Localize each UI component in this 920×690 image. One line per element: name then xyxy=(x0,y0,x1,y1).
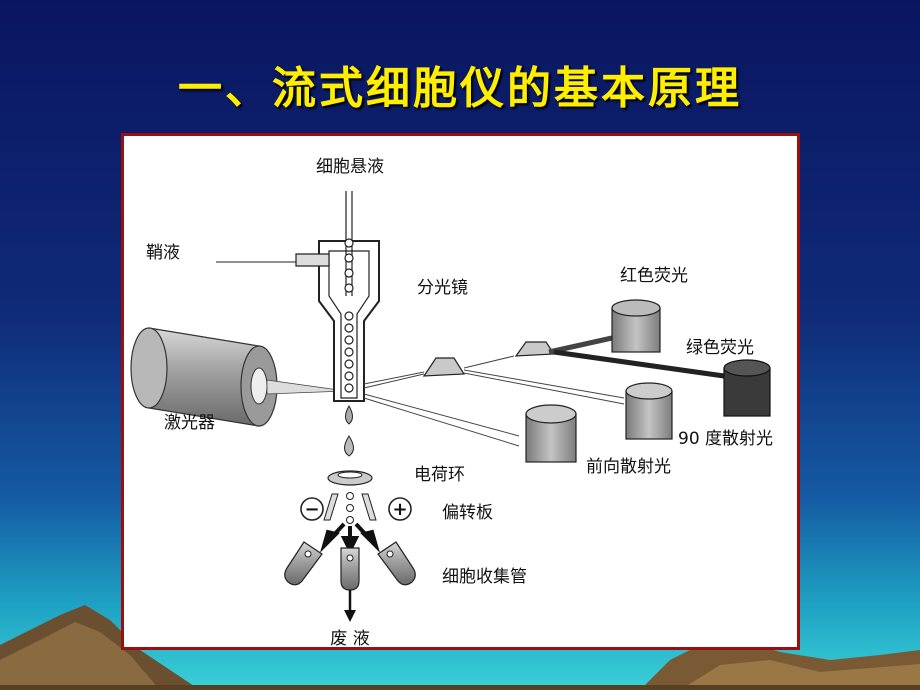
mountain-landscape xyxy=(0,605,920,690)
label-cell-suspension: 细胞悬液 xyxy=(316,157,384,177)
green-path xyxy=(553,349,725,379)
diagram-panel: − + xyxy=(121,133,800,650)
charge-ring xyxy=(327,470,373,486)
forward-scatter-detector xyxy=(525,404,577,463)
red-fluorescence-detector xyxy=(611,299,661,353)
red-path xyxy=(548,335,613,355)
label-laser: 激光器 xyxy=(164,413,215,433)
minus-electrode: − xyxy=(300,497,324,521)
label-waste: 废 液 xyxy=(330,629,369,647)
svg-text:−: − xyxy=(304,499,319,520)
green-fluorescence-detector xyxy=(723,359,771,417)
slide-title: 一、流式细胞仪的基本原理 xyxy=(178,63,742,114)
label-green-fluorescence: 绿色荧光 xyxy=(686,338,754,358)
label-beam-splitter: 分光镜 xyxy=(417,278,468,298)
svg-text:+: + xyxy=(392,499,407,520)
waste-arrow xyxy=(344,590,356,622)
side-scatter-detector xyxy=(625,382,673,440)
plus-electrode: + xyxy=(388,497,412,521)
laser-device xyxy=(130,327,278,427)
label-side-scatter: 90 度散射光 xyxy=(678,429,773,449)
light-paths xyxy=(363,355,625,447)
deflection-arrows xyxy=(319,522,381,555)
flow-cytometer-diagram: − + xyxy=(130,157,773,647)
beam-splitter xyxy=(422,357,466,377)
flow-chamber xyxy=(295,191,380,457)
label-forward-scatter: 前向散射光 xyxy=(586,457,671,477)
beam-splitter-2 xyxy=(514,341,556,357)
label-charge-ring: 电荷环 xyxy=(414,465,465,485)
laser-beam xyxy=(266,379,347,395)
label-deflection-plate: 偏转板 xyxy=(442,503,493,523)
label-collection-tubes: 细胞收集管 xyxy=(442,567,527,587)
collection-tubes xyxy=(284,541,416,591)
deflection-plates xyxy=(323,492,377,524)
label-sheath-fluid: 鞘液 xyxy=(146,243,180,263)
label-red-fluorescence: 红色荧光 xyxy=(620,266,688,286)
